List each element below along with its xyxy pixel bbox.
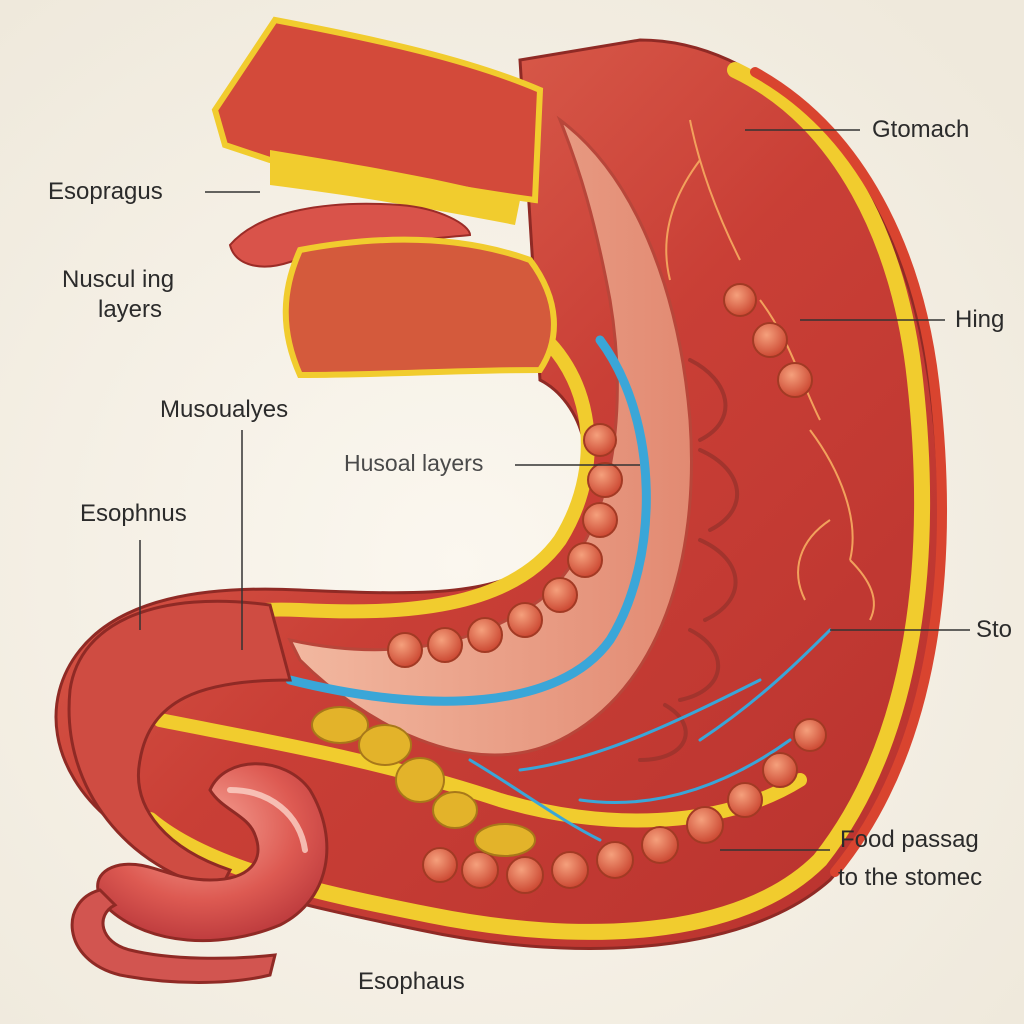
label-esophaus-bottom: Esophaus [358, 968, 465, 995]
muscle-tube [67, 599, 292, 892]
blue-vessel-main [285, 335, 651, 706]
label-husoal-layers: Husoal layers [344, 450, 484, 476]
mucosal-folds [638, 358, 739, 762]
label-muscular-lining-1: Nuscul ing [62, 266, 175, 293]
label-musoual-layers: Musoualyes [160, 396, 289, 423]
fat-band-outer [142, 62, 931, 940]
fat-band-outer-edge [750, 67, 947, 877]
label-food-2: to the stomec [838, 864, 983, 891]
label-esophnus: Esophnus [80, 500, 187, 527]
middle-gland-block [282, 236, 557, 379]
small-stomach-highlight [227, 787, 308, 853]
leader-lines [139, 129, 970, 851]
gland-nodules [387, 283, 827, 894]
tongue-flap [228, 202, 472, 268]
label-stomach-right: Sto [976, 616, 1013, 643]
lumen [287, 115, 693, 757]
label-lining: Hing [955, 306, 1005, 333]
fat-lobules [311, 706, 536, 857]
label-stomach-top: Gtomach [872, 116, 970, 143]
label-muscular-lining-2: layers [98, 296, 163, 323]
label-food-1: Food passag [840, 826, 979, 853]
branching-vessels [665, 119, 875, 621]
small-stomach-duodenum [70, 888, 277, 984]
label-esophagus-top: Esopragus [48, 178, 163, 205]
blue-vessel-branches [468, 628, 832, 842]
upper-gland-yellow [270, 150, 520, 225]
